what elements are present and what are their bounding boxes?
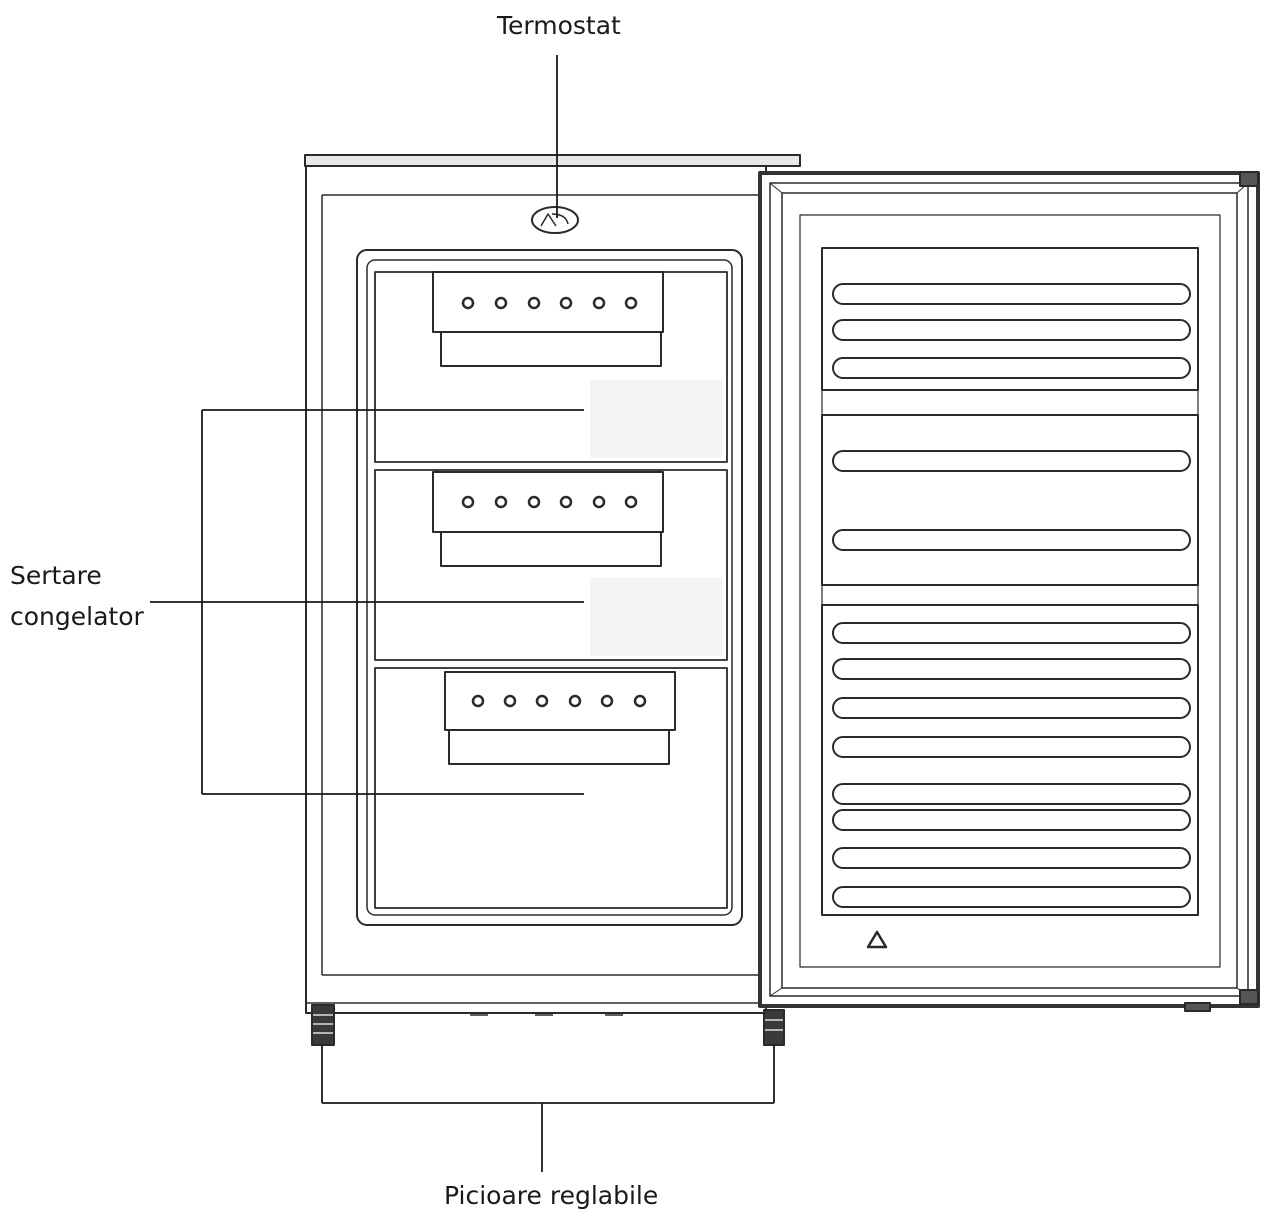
thermostat-knob — [531, 206, 579, 234]
callout-feet — [321, 1045, 775, 1172]
cabinet-top — [304, 154, 801, 167]
door-panel-bottom — [821, 604, 1199, 916]
freezer-door — [758, 171, 1260, 1012]
thermostat-label: Termostat — [497, 11, 621, 40]
door-shelf-rails — [832, 283, 1191, 908]
adjustable-foot-right — [763, 1009, 785, 1046]
freezer-cabinet — [304, 154, 801, 1016]
freezer-drawer-3 — [374, 667, 728, 909]
freezer-drawers-label: Sertare congelator — [10, 560, 144, 633]
drawer-handle — [432, 271, 664, 367]
adjustable-foot-left — [311, 1004, 335, 1046]
drawer-handle — [432, 471, 664, 567]
drawer-handle — [444, 671, 676, 765]
compartment-frame — [356, 249, 743, 926]
freezer-drawer-1 — [374, 271, 728, 463]
adjustable-feet-label: Picioare reglabile — [444, 1181, 659, 1210]
callout-lines — [150, 55, 775, 1172]
freezer-drawers-label-line1: Sertare — [10, 561, 102, 590]
callout-drawers — [150, 409, 584, 795]
freezer-drawer-2 — [374, 469, 728, 661]
freezer-drawers-label-line2: congelator — [10, 601, 144, 631]
recycle-icon — [866, 930, 888, 949]
